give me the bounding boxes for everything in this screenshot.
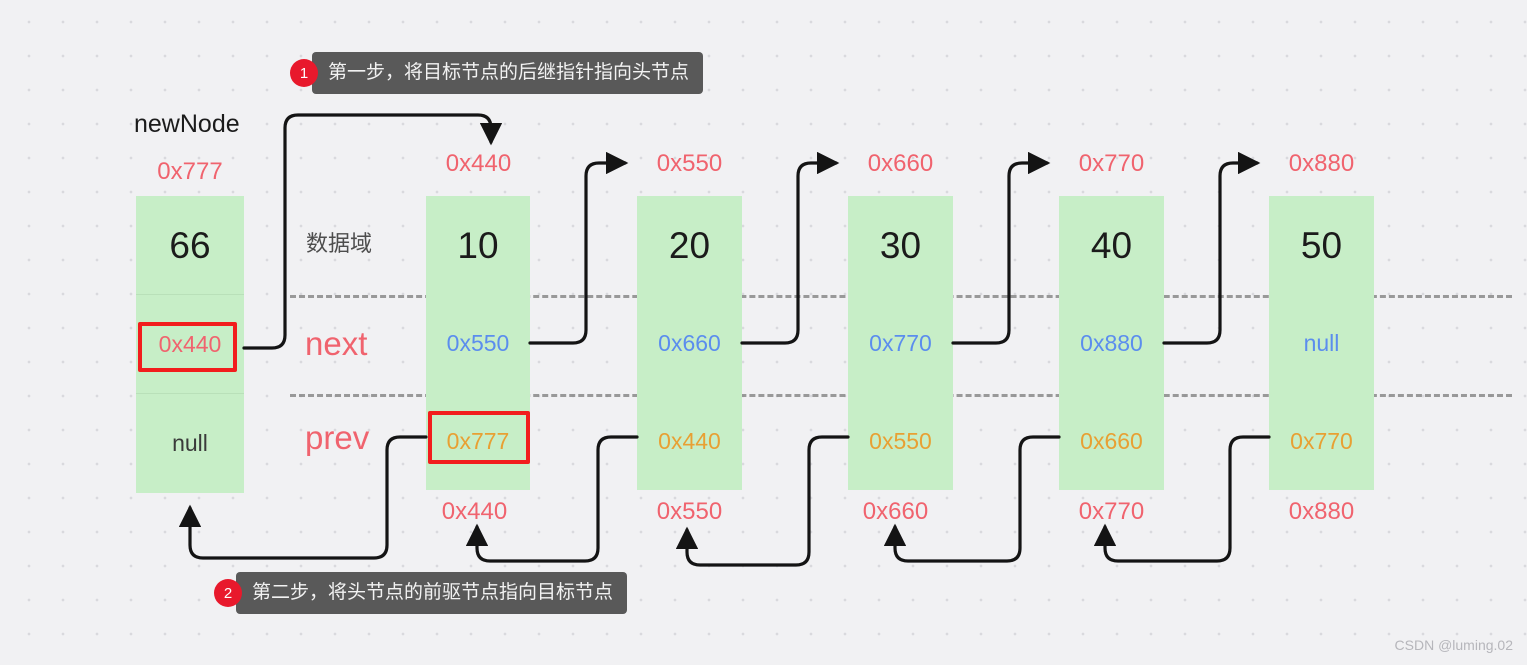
node-n1-data-value: 10 — [457, 224, 499, 266]
node-n2-data-cell: 20 — [637, 196, 742, 294]
address-label-n5: 0x880 — [1288, 150, 1355, 177]
node-n3-prev-cell: 0x550 — [848, 392, 953, 490]
node-n5-next-cell: null — [1269, 294, 1374, 392]
node-n2[interactable]: 20 0x660 0x440 — [637, 196, 742, 490]
node-n1-next-value: 0x550 — [446, 329, 510, 356]
node-n4-next-value: 0x880 — [1080, 329, 1143, 356]
node-n4[interactable]: 40 0x880 0x660 — [1059, 196, 1164, 490]
variable-label-newnode: newNode — [134, 110, 240, 138]
node-n3-data-value: 30 — [879, 224, 922, 266]
node-n4-next-cell: 0x880 — [1059, 294, 1164, 392]
node-n4-prev-cell: 0x660 — [1059, 392, 1164, 490]
wire-n1-next-to-n2 — [528, 151, 629, 345]
node-n1-prev-cell: 0x777 — [426, 392, 530, 490]
watermark: CSDN @luming.02 — [1394, 637, 1513, 653]
node-newnode-prev-cell: null — [136, 394, 244, 493]
field-label-prev: prev — [305, 419, 370, 456]
callout-step-1: 1 第一步，将目标节点的后继指针指向头节点 — [290, 52, 704, 94]
node-n2-next-value: 0x660 — [658, 329, 721, 356]
node-newnode[interactable]: 66 0x440 null — [136, 196, 244, 493]
callout-step-1-text: 第一步，将目标节点的后继指针指向头节点 — [312, 52, 704, 94]
node-n4-data-cell: 40 — [1059, 196, 1164, 294]
node-n5-data-value: 50 — [1300, 224, 1343, 266]
node-n2-prev-cell: 0x440 — [637, 392, 742, 490]
callout-step-1-badge: 1 — [290, 59, 318, 87]
node-n3-next-value: 0x770 — [869, 329, 932, 356]
node-n5-prev-value: 0x770 — [1290, 427, 1353, 454]
callout-step-2: 2 第二步，将头节点的前驱节点指向目标节点 — [214, 572, 628, 614]
node-newnode-next-cell: 0x440 — [136, 295, 244, 394]
bottom-address-label-n4: 0x770 — [1078, 498, 1145, 525]
node-newnode-next-value: 0x440 — [158, 331, 222, 357]
field-label-data: 数据域 — [306, 231, 373, 256]
bottom-address-label-n2: 0x550 — [656, 498, 723, 525]
node-n4-prev-value: 0x660 — [1080, 427, 1143, 454]
address-label-n1: 0x440 — [445, 150, 512, 177]
node-n5-prev-cell: 0x770 — [1269, 392, 1374, 490]
address-label-n2: 0x550 — [656, 150, 723, 177]
node-n3-prev-value: 0x550 — [869, 427, 932, 454]
bottom-address-label-n3: 0x660 — [862, 498, 929, 525]
wire-n4-next-to-n5 — [1162, 151, 1261, 345]
node-n3-next-cell: 0x770 — [848, 294, 953, 392]
node-n1-prev-value: 0x777 — [446, 427, 510, 454]
address-label-n3: 0x660 — [867, 150, 934, 177]
field-label-next: next — [305, 325, 368, 362]
node-n1-next-cell: 0x550 — [426, 294, 530, 392]
bottom-address-label-n5: 0x880 — [1288, 498, 1355, 525]
bottom-address-label-n1: 0x440 — [441, 498, 508, 525]
node-n1-data-cell: 10 — [426, 196, 530, 294]
wire-n3-next-to-n4 — [951, 151, 1051, 345]
address-label-n4: 0x770 — [1078, 150, 1145, 177]
wire-n2-next-to-n3 — [740, 151, 840, 345]
node-n2-next-cell: 0x660 — [637, 294, 742, 392]
node-n5-data-cell: 50 — [1269, 196, 1374, 294]
node-n5[interactable]: 50 null 0x770 — [1269, 196, 1374, 490]
node-newnode-data-value: 66 — [169, 225, 211, 266]
node-n2-prev-value: 0x440 — [658, 427, 721, 454]
node-n3-data-cell: 30 — [848, 196, 953, 294]
node-n2-data-value: 20 — [668, 224, 711, 266]
node-newnode-data-cell: 66 — [136, 196, 244, 295]
callout-step-2-text: 第二步，将头节点的前驱节点指向目标节点 — [236, 572, 628, 614]
address-label-newnode: 0x777 — [157, 158, 223, 185]
callout-step-2-badge: 2 — [214, 579, 242, 607]
node-n1[interactable]: 10 0x550 0x777 — [426, 196, 530, 490]
node-n3[interactable]: 30 0x770 0x550 — [848, 196, 953, 490]
node-n5-next-value: null — [1303, 329, 1340, 356]
node-newnode-prev-value: null — [172, 430, 208, 456]
node-n4-data-value: 40 — [1090, 224, 1133, 266]
